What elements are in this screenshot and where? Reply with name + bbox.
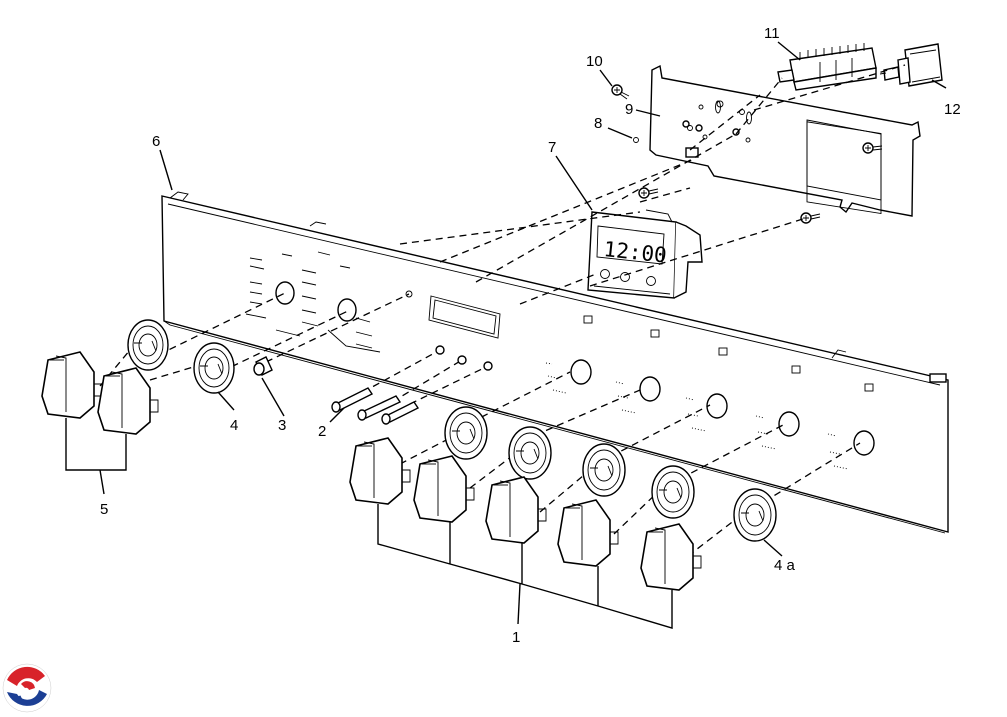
bracket-screws — [611, 84, 883, 224]
spindle-pin — [253, 356, 273, 376]
thermostat — [879, 43, 943, 87]
clock-timer: 12:00 — [587, 209, 703, 299]
leader-lines — [65, 41, 947, 629]
callout-5: 5 — [100, 501, 108, 518]
callout-8: 8 — [594, 115, 602, 132]
knob-bezels — [127, 319, 777, 542]
callout-12: 12 — [944, 101, 961, 118]
callout-1: 1 — [512, 629, 520, 646]
mounting-bracket — [649, 64, 921, 217]
fixing-screws — [331, 387, 420, 425]
callout-9: 9 — [625, 101, 633, 118]
callout-2: 2 — [318, 423, 326, 440]
callout-4a: 4 a — [774, 557, 796, 574]
callout-4: 4 — [230, 417, 238, 434]
control-knobs — [41, 351, 702, 591]
callout-6: 6 — [152, 133, 160, 150]
panel-fixing-points — [435, 345, 493, 371]
selector-switch — [777, 43, 877, 91]
callout-11: 11 — [764, 25, 780, 42]
callout-10: 10 — [586, 53, 603, 70]
callout-labels: 1 2 3 4 4 a 5 6 7 8 9 10 11 12 — [100, 25, 961, 646]
callout-3: 3 — [278, 417, 286, 434]
fascia-panel — [161, 191, 949, 534]
callout-7: 7 — [548, 139, 556, 156]
brand-logo — [2, 663, 52, 713]
